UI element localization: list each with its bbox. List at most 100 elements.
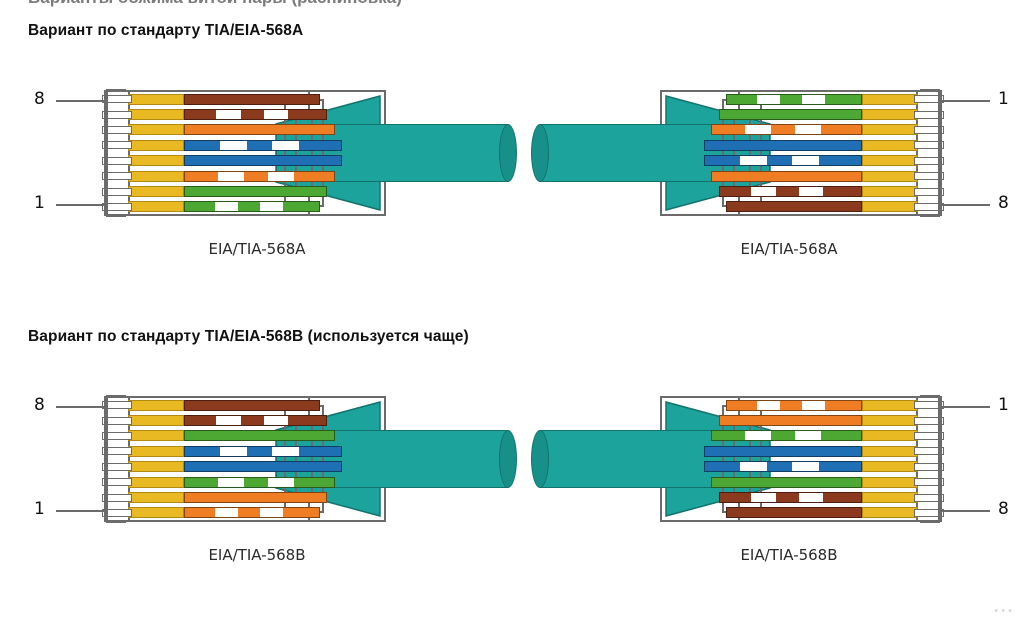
pin-slot-3 — [102, 478, 132, 487]
pin-slot-3 — [102, 172, 132, 181]
pin-bracket-inner — [920, 394, 940, 524]
contact-pin-4 — [862, 445, 918, 457]
pin-slot-6 — [102, 125, 132, 134]
pin-number-label-top: 8 — [34, 395, 45, 415]
wire-stripe — [756, 94, 781, 104]
wire-stripe — [756, 400, 781, 410]
wire-stripe — [263, 416, 288, 425]
cable-cut-end — [531, 124, 549, 182]
pin-leader-line-top — [56, 406, 104, 408]
wire-stripe — [798, 187, 823, 196]
cable-cut-end — [499, 430, 517, 488]
contact-pin-3 — [128, 170, 184, 182]
contact-pin-6 — [128, 124, 184, 136]
contact-pin-6 — [862, 476, 918, 488]
wire-pin-4 — [184, 155, 342, 167]
contact-pin-3 — [862, 430, 918, 442]
wire-stripe — [268, 171, 294, 181]
pin-slot-8 — [102, 95, 132, 104]
wire-pin-3 — [711, 124, 862, 136]
connector-latch-inner — [295, 110, 313, 196]
wire-stripe — [268, 477, 294, 487]
connector-latch-inner — [295, 416, 313, 502]
pin-leader-line-top — [942, 406, 990, 408]
wire-stripe — [259, 202, 283, 212]
wire-pin-7 — [184, 415, 327, 426]
wire-stripe — [216, 110, 241, 119]
wire-pin-1 — [184, 507, 320, 519]
contact-pin-7 — [862, 186, 918, 197]
pin-slot-4 — [102, 462, 132, 471]
wire-pin-6 — [711, 476, 862, 488]
contact-pin-5 — [128, 445, 184, 457]
pin-number-label-top: 1 — [998, 89, 1009, 109]
wire-pin-3 — [184, 476, 335, 488]
pin-slot-1 — [102, 508, 132, 517]
wire-stripe — [745, 431, 771, 441]
wire-pin-5 — [184, 445, 342, 457]
contact-pin-8 — [862, 201, 918, 213]
contact-pin-1 — [862, 399, 918, 411]
contact-pin-1 — [128, 507, 184, 519]
wire-stripe — [739, 156, 767, 166]
wire-pin-1 — [726, 93, 862, 105]
wire-stripe — [751, 493, 776, 502]
pin-slot-7 — [102, 416, 132, 425]
wire-pin-7 — [719, 492, 862, 503]
contact-pin-8 — [128, 93, 184, 105]
connector-latch-inner — [733, 110, 751, 196]
wire-stripe — [219, 140, 247, 150]
contact-pin-4 — [862, 139, 918, 151]
heading-568a: Вариант по стандарту TIA/EIA-568A — [28, 22, 304, 39]
contact-pin-3 — [128, 476, 184, 488]
wire-stripe — [259, 508, 283, 518]
wire-pin-5 — [704, 461, 862, 473]
wire-pin-6 — [184, 124, 335, 136]
pin-bracket-inner — [106, 88, 126, 218]
pin-leader-line-bottom — [56, 510, 104, 512]
pin-slot-6 — [914, 478, 944, 487]
wire-stripe — [271, 140, 299, 150]
pin-number-label-bottom: 1 — [34, 193, 45, 213]
wire-stripe — [751, 187, 776, 196]
pin-leader-line-bottom — [942, 204, 990, 206]
wire-stripe — [739, 462, 767, 472]
pin-number-label-bottom: 8 — [998, 193, 1009, 213]
pin-slot-1 — [914, 401, 944, 410]
connector-latch-inner — [733, 416, 751, 502]
wire-pin-2 — [719, 109, 862, 120]
contact-pin-2 — [862, 109, 918, 120]
wire-stripe — [219, 446, 247, 456]
wire-pin-6 — [184, 430, 335, 442]
wire-stripe — [798, 493, 823, 502]
contact-pin-8 — [128, 399, 184, 411]
contact-pin-4 — [128, 155, 184, 167]
pin-bracket-outer — [104, 90, 132, 216]
contact-pin-7 — [128, 109, 184, 120]
wire-stripe — [214, 202, 239, 212]
contact-pin-5 — [128, 139, 184, 151]
pin-slot-4 — [914, 141, 944, 150]
wire-pin-2 — [184, 492, 327, 503]
pin-leader-line-bottom — [56, 204, 104, 206]
pin-slot-1 — [102, 202, 132, 211]
wire-pin-8 — [184, 93, 320, 105]
wire-pin-5 — [184, 139, 342, 151]
pin-slot-8 — [914, 202, 944, 211]
wire-pin-1 — [726, 399, 862, 411]
pin-slot-2 — [102, 493, 132, 502]
wire-pin-2 — [184, 186, 327, 197]
pin-slot-1 — [914, 95, 944, 104]
wire-pin-4 — [184, 461, 342, 473]
pin-number-label-top: 1 — [998, 395, 1009, 415]
contact-pin-5 — [862, 461, 918, 473]
wire-pin-7 — [184, 109, 327, 120]
contact-pin-3 — [862, 124, 918, 136]
heading-568b: Вариант по стандарту TIA/EIA-568B (испол… — [28, 328, 469, 345]
pin-slot-4 — [102, 156, 132, 165]
pin-slot-2 — [914, 416, 944, 425]
pin-slot-5 — [914, 462, 944, 471]
cable-cut-end — [499, 124, 517, 182]
standard-caption: EIA/TIA-568A — [208, 240, 306, 258]
pin-bracket-inner — [106, 394, 126, 524]
